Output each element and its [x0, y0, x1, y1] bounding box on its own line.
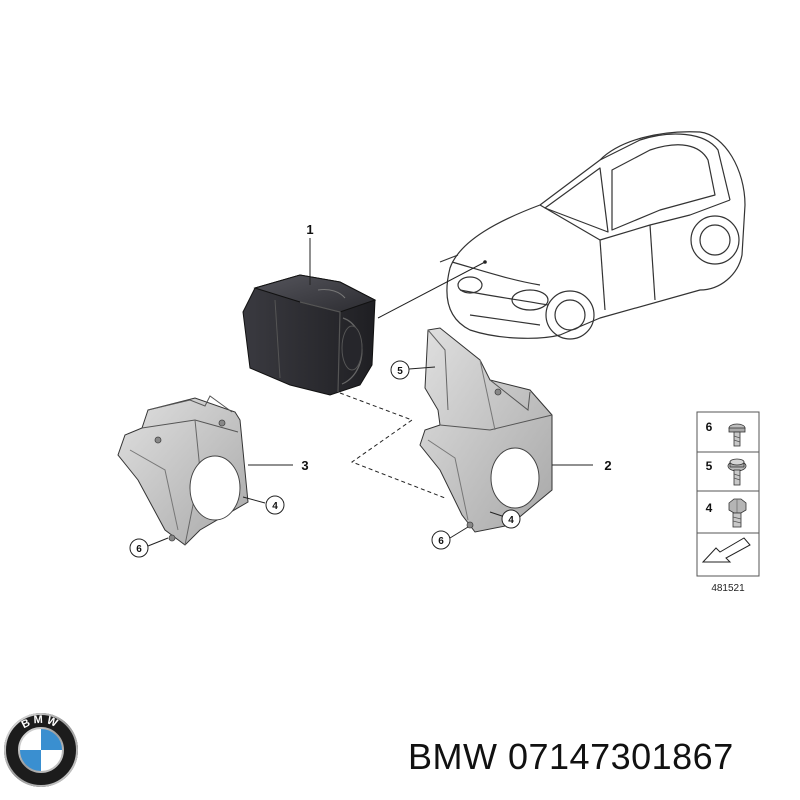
control-module — [242, 274, 377, 396]
callout-3-label: 3 — [301, 458, 308, 473]
flange-screw-icon — [727, 458, 747, 486]
legend-item-4-number: 4 — [706, 501, 713, 515]
car-location-dot — [483, 260, 487, 264]
callout-4a-label: 4 — [272, 501, 278, 512]
direction-arrow-icon — [701, 537, 751, 563]
diagram-number: 481521 — [711, 583, 745, 594]
callout-6b-label: 6 — [438, 536, 444, 547]
hex-bolt-icon — [728, 498, 747, 528]
torx-screw-icon — [728, 423, 746, 447]
callout-6b-leader — [449, 526, 469, 539]
legend-item-6-number: 6 — [706, 420, 713, 434]
callout-5-leader — [408, 366, 436, 370]
module-to-car-leader — [377, 261, 486, 319]
right-bracket — [419, 327, 553, 533]
callout-5-circle — [390, 360, 410, 380]
bmw-roundel-logo: BMW — [4, 713, 78, 787]
fastener-legend: 6 5 4 — [696, 411, 760, 577]
callout-2-label: 2 — [604, 458, 611, 473]
callout-4b-leader — [489, 511, 503, 517]
assembly-path — [339, 392, 446, 499]
callout-4b-circle — [501, 509, 521, 529]
callout-4b-label: 4 — [508, 515, 514, 526]
callout-6a-label: 6 — [136, 544, 142, 555]
left-bracket — [117, 395, 249, 546]
callout-6b-circle — [431, 530, 451, 550]
callout-4a-circle — [265, 495, 285, 515]
part-number-caption: BMW 07147301867 — [408, 736, 734, 777]
legend-item-5-number: 5 — [706, 459, 713, 473]
callout-6a-leader — [147, 537, 169, 547]
callout-6a-circle — [129, 538, 149, 558]
car-outline — [439, 131, 746, 340]
svg-text:BMW: BMW — [20, 714, 62, 731]
callout-1-label: 1 — [306, 222, 313, 237]
callout-4a-leader — [242, 496, 266, 504]
callout-5-label: 5 — [397, 366, 403, 377]
